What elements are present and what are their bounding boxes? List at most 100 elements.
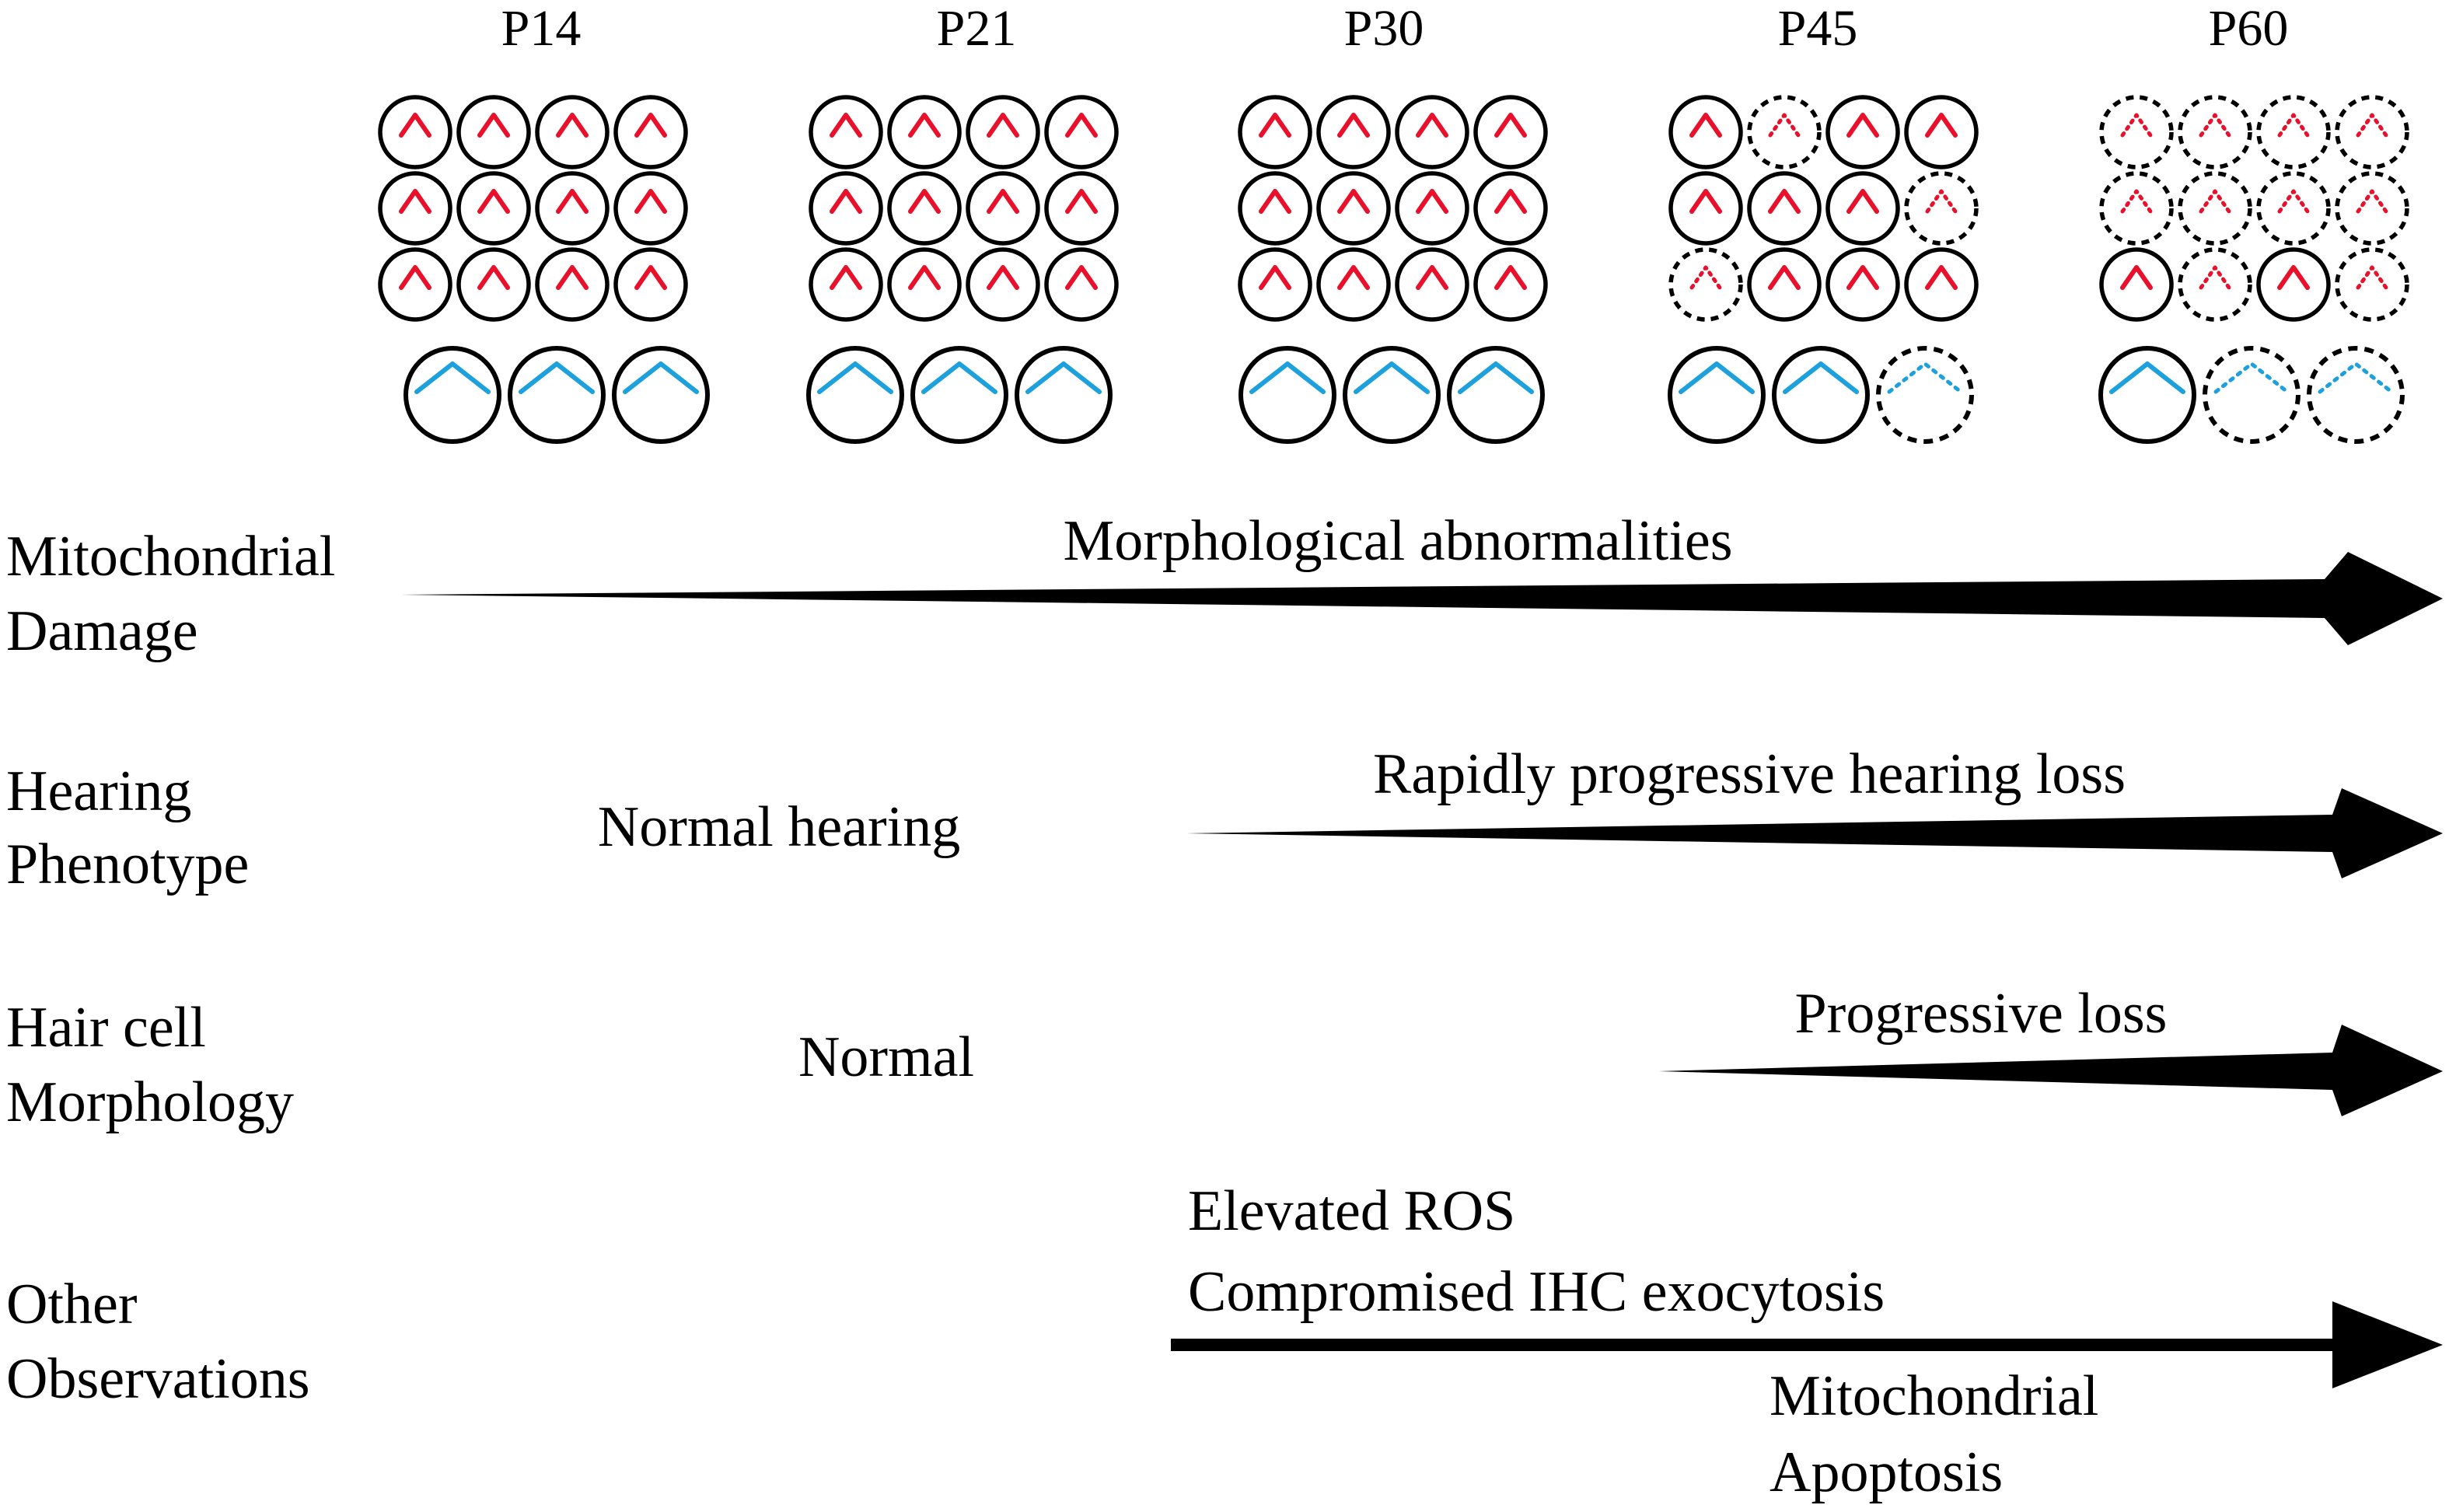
other-below-line2: Apoptosis <box>1769 1440 2003 1504</box>
outer-hair-cell-present-p14 <box>535 247 610 322</box>
hearing-normal-text: Normal hearing <box>598 795 960 859</box>
outer-hair-cell-present-p21 <box>966 171 1040 246</box>
stereocilia-bundle-icon <box>2199 265 2231 290</box>
haircell-loss-arrow <box>1659 1025 2443 1116</box>
stereocilia-bundle-icon <box>1416 113 1448 138</box>
row-label-haircell-line1: Hair cell <box>6 996 206 1060</box>
outer-hair-cell-present-p14 <box>613 95 688 169</box>
outer-hair-cell-present-p21 <box>809 171 883 246</box>
stereocilia-bundle-icon <box>1337 113 1370 138</box>
stereocilia-bundle-icon <box>477 265 510 290</box>
stereocilia-bundle-icon <box>399 113 431 138</box>
stereocilia-bundle-icon <box>556 265 589 290</box>
hearing-arrow-label: Rapidly progressive hearing loss <box>1373 742 2126 806</box>
outer-hair-cell-present-p30 <box>1316 95 1391 169</box>
outer-hair-cell-present-p30 <box>1473 247 1548 322</box>
hair-cell-grids <box>378 95 2409 444</box>
timepoint-label-p21: P21 <box>937 0 1017 57</box>
outer-hair-cell-present-p14 <box>613 171 688 246</box>
stereocilia-bundle-icon <box>1925 113 1958 138</box>
stereocilia-bundle-icon <box>817 361 893 394</box>
outer-hair-cell-present-p45 <box>1825 95 1900 169</box>
stereocilia-bundle-icon <box>987 265 1019 290</box>
stereocilia-bundle-icon <box>556 189 589 214</box>
stereocilia-bundle-icon <box>1768 113 1801 138</box>
outer-hair-cell-lost-p60 <box>2099 171 2174 246</box>
outer-hair-cell-present-p21 <box>809 95 883 169</box>
outer-hair-cell-lost-p60 <box>2099 95 2174 169</box>
row-label-mitochondrial-line2: Damage <box>6 599 198 663</box>
stereocilia-bundle-icon <box>1259 113 1291 138</box>
stereocilia-bundle-icon <box>1494 265 1527 290</box>
timepoint-label-p60: P60 <box>2209 0 2289 57</box>
hearing-loss-arrow <box>1186 788 2443 878</box>
stereocilia-bundle-icon <box>1494 189 1527 214</box>
stereocilia-bundle-icon <box>414 361 491 394</box>
stereocilia-bundle-icon <box>519 361 595 394</box>
outer-hair-cell-present-p21 <box>887 95 962 169</box>
outer-hair-cell-present-p14 <box>456 247 531 322</box>
outer-hair-cell-present-p45 <box>1904 95 1979 169</box>
stereocilia-bundle-icon <box>634 189 667 214</box>
stereocilia-bundle-icon <box>987 113 1019 138</box>
inner-hair-cell-present-p14 <box>404 346 501 444</box>
stereocilia-bundle-icon <box>1065 189 1098 214</box>
stereocilia-bundle-icon <box>1065 265 1098 290</box>
stereocilia-bundle-icon <box>1416 189 1448 214</box>
other-below-line1: Mitochondrial <box>1769 1364 2098 1428</box>
row-label-mitochondrial-line1: Mitochondrial <box>6 525 335 588</box>
outer-hair-cell-present-p30 <box>1473 171 1548 246</box>
inner-hair-cell-present-p21 <box>806 346 904 444</box>
stereocilia-bundle-icon <box>1259 189 1291 214</box>
stereocilia-bundle-icon <box>2120 189 2153 214</box>
stereocilia-bundle-icon <box>921 361 997 394</box>
stereocilia-bundle-icon <box>2199 189 2231 214</box>
outer-hair-cell-present-p14 <box>378 171 452 246</box>
row-label-hearing-line2: Phenotype <box>6 833 249 896</box>
other-observations-arrow <box>1171 1301 2443 1388</box>
outer-hair-cell-lost-p60 <box>2335 247 2409 322</box>
stereocilia-bundle-icon <box>1689 265 1722 290</box>
inner-hair-cell-lost-p60 <box>2203 346 2301 444</box>
outer-hair-cell-lost-p60 <box>2256 171 2331 246</box>
stereocilia-bundle-icon <box>2277 265 2310 290</box>
stereocilia-bundle-icon <box>1846 113 1879 138</box>
outer-hair-cell-present-p14 <box>535 171 610 246</box>
stereocilia-bundle-icon <box>830 113 862 138</box>
stereocilia-bundle-icon <box>1689 113 1722 138</box>
outer-hair-cell-lost-p45 <box>1904 171 1979 246</box>
outer-hair-cell-lost-p60 <box>2256 95 2331 169</box>
inner-hair-cell-lost-p60 <box>2307 346 2405 444</box>
timepoint-label-p45: P45 <box>1778 0 1858 57</box>
stereocilia-bundle-icon <box>2356 265 2388 290</box>
stereocilia-bundle-icon <box>2120 265 2153 290</box>
mitochondrial-damage-arrow <box>401 552 2443 645</box>
outer-hair-cell-present-p45 <box>1747 247 1822 322</box>
stereocilia-bundle-icon <box>1679 361 1755 394</box>
haircell-normal-text: Normal <box>798 1025 974 1089</box>
outer-hair-cell-present-p21 <box>887 171 962 246</box>
outer-hair-cell-present-p21 <box>1044 95 1119 169</box>
row-label-other-line1: Other <box>6 1273 138 1336</box>
stereocilia-bundle-icon <box>634 113 667 138</box>
outer-hair-cell-present-p45 <box>1747 171 1822 246</box>
stereocilia-bundle-icon <box>399 265 431 290</box>
inner-hair-cell-lost-p45 <box>1876 346 1974 444</box>
stereocilia-bundle-icon <box>987 189 1019 214</box>
timepoint-label-p14: P14 <box>501 0 582 57</box>
outer-hair-cell-present-p14 <box>378 95 452 169</box>
outer-hair-cell-present-p30 <box>1395 171 1469 246</box>
stereocilia-bundle-icon <box>556 113 589 138</box>
stereocilia-bundle-icon <box>1065 113 1098 138</box>
outer-hair-cell-present-p45 <box>1825 171 1900 246</box>
stereocilia-bundle-icon <box>1783 361 1859 394</box>
stereocilia-bundle-icon <box>399 189 431 214</box>
outer-hair-cell-present-p30 <box>1395 247 1469 322</box>
outer-hair-cell-present-p21 <box>1044 171 1119 246</box>
outer-hair-cell-present-p30 <box>1238 95 1312 169</box>
stereocilia-bundle-icon <box>1768 189 1801 214</box>
stereocilia-bundle-icon <box>1689 189 1722 214</box>
outer-hair-cell-present-p14 <box>378 247 452 322</box>
outer-hair-cell-present-p21 <box>966 247 1040 322</box>
outer-hair-cell-present-p60 <box>2099 247 2174 322</box>
